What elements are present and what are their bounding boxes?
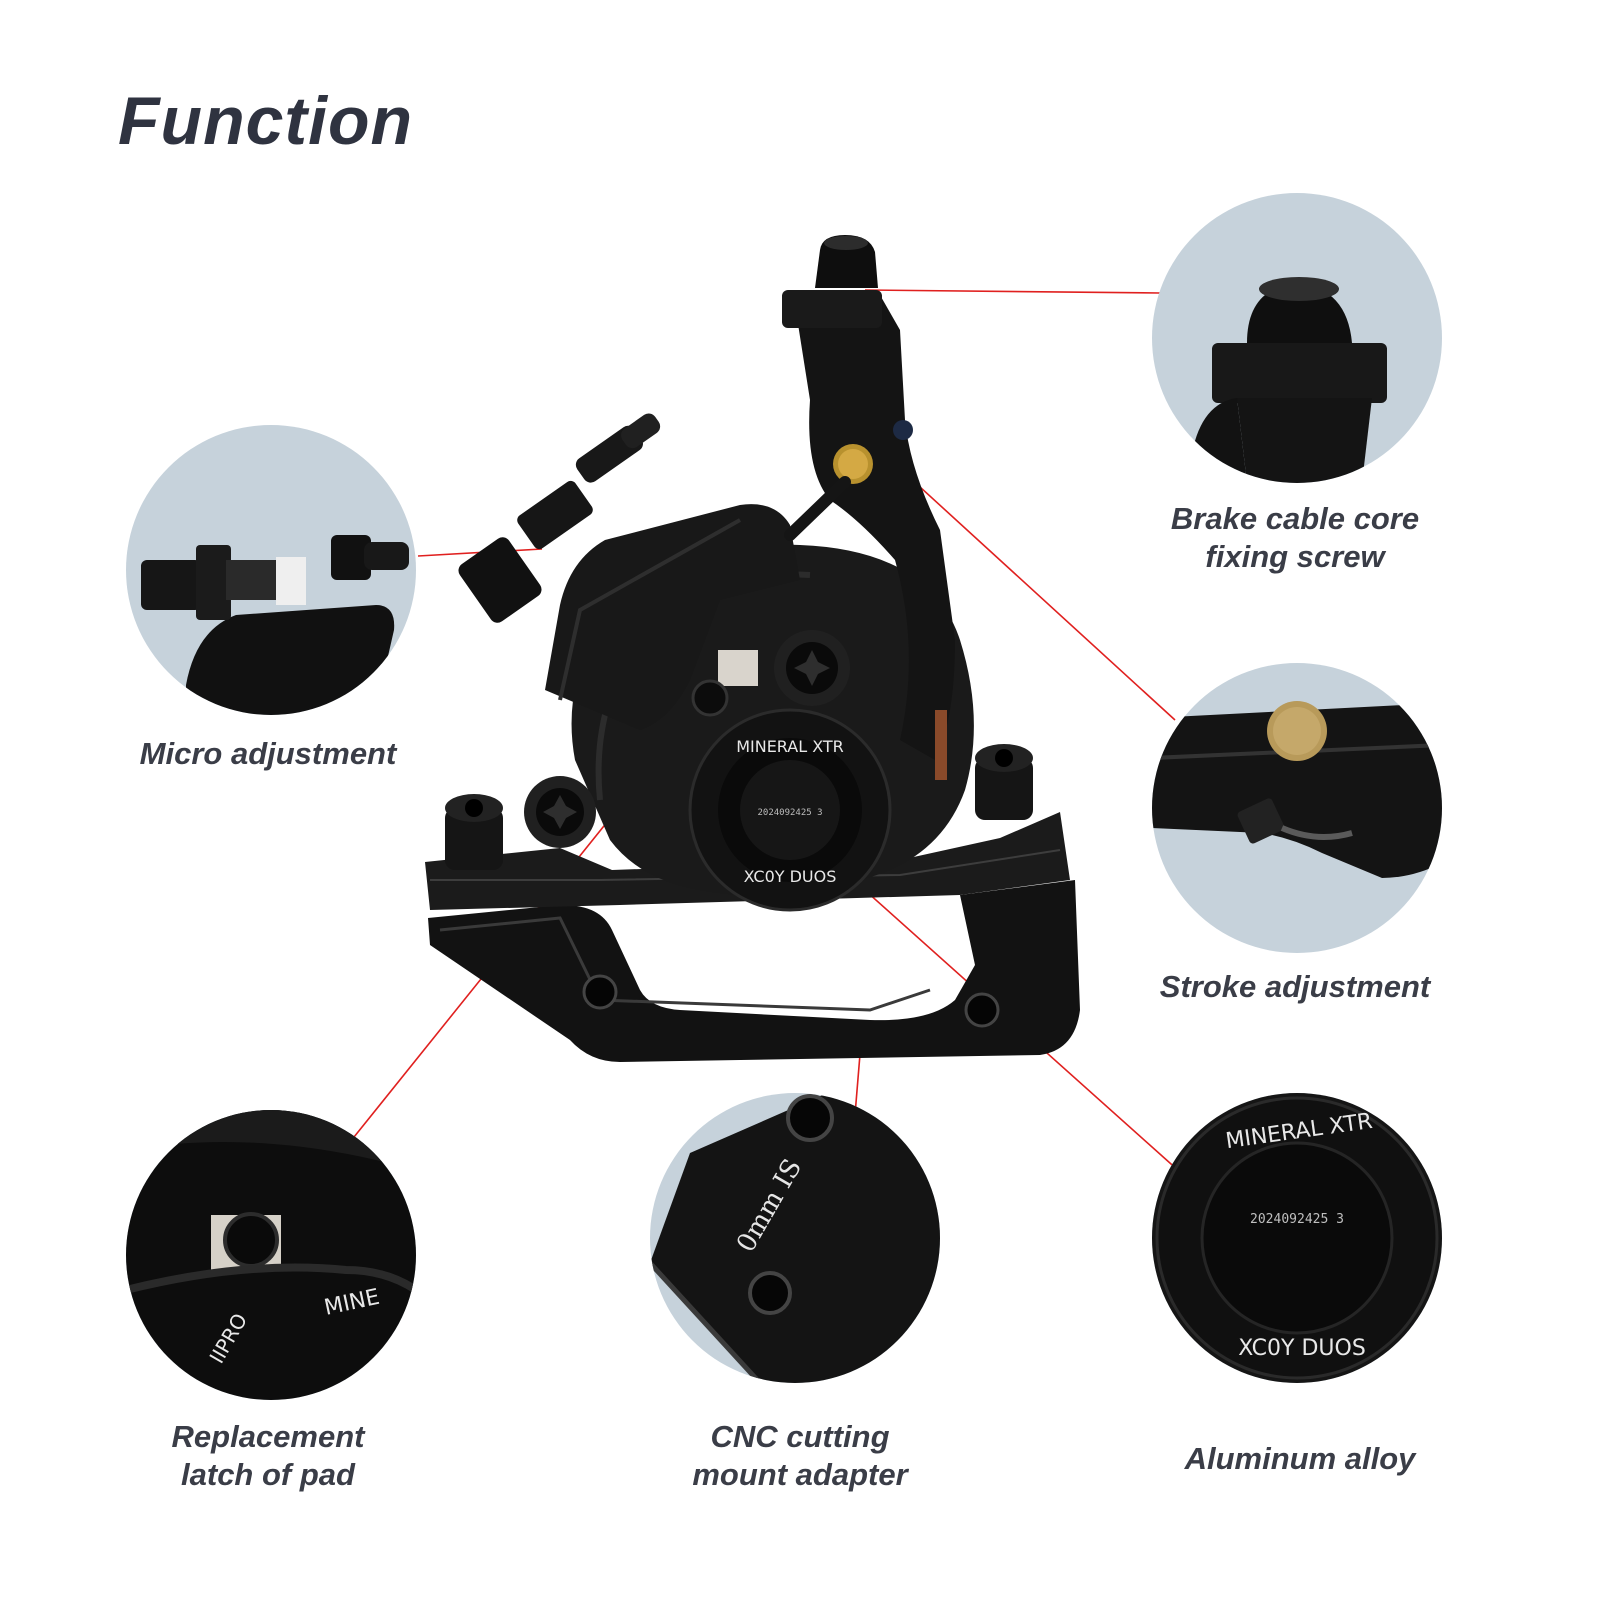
label-pad-latch-line2: latch of pad bbox=[181, 1457, 355, 1492]
adapter-bolt-hole-left bbox=[582, 974, 618, 1010]
svg-text:2024092425 3: 2024092425 3 bbox=[1250, 1212, 1344, 1227]
torx-bolt-upper bbox=[774, 630, 850, 706]
brake-pad-edge bbox=[935, 710, 947, 780]
leader-line-brake-screw bbox=[864, 289, 1161, 294]
label-mount-adapter-line1: CNC cutting bbox=[710, 1419, 890, 1454]
page-title: Function bbox=[118, 83, 414, 159]
actuation-arm bbox=[782, 235, 955, 780]
label-aluminum: Aluminum alloy bbox=[1184, 1441, 1416, 1476]
label-mount-adapter: CNC cutting mount adapter bbox=[630, 1418, 970, 1494]
label-brake-screw-line1: Brake cable core bbox=[1170, 501, 1420, 536]
detail-circle-brake-screw bbox=[1152, 193, 1442, 483]
svg-text:MINERAL XTR: MINERAL XTR bbox=[736, 737, 844, 756]
label-stroke-adjustment: Stroke adjustment bbox=[1159, 969, 1431, 1004]
caliper-arm-plate bbox=[545, 504, 800, 730]
caliper-rail bbox=[425, 812, 1070, 910]
pad-latch bbox=[691, 650, 758, 717]
detail-circle-micro-adjustment bbox=[126, 425, 416, 715]
detail-circle-stroke-adjustment bbox=[1152, 663, 1442, 953]
adapter-bolt-hole-right bbox=[964, 992, 1000, 1028]
detail-circle-pad-latch: MINE IIPRO bbox=[126, 1110, 416, 1400]
piston-cap: MINERAL XTR XC0Y DUOS 2024092425 3 bbox=[688, 708, 892, 912]
mount-adapter bbox=[428, 880, 1080, 1062]
label-mount-adapter-line2: mount adapter bbox=[692, 1457, 908, 1492]
torx-bolt-lower bbox=[524, 776, 596, 848]
mount-bolt-right bbox=[975, 744, 1033, 820]
detail-circle-mount-adapter: 0mm IS bbox=[650, 1093, 940, 1383]
cable-rod bbox=[784, 476, 851, 541]
svg-text:XC0Y DUOS: XC0Y DUOS bbox=[1238, 1336, 1366, 1361]
leader-line-stroke bbox=[884, 454, 1176, 721]
mount-bolt-left bbox=[445, 794, 503, 870]
svg-text:2024092425 3: 2024092425 3 bbox=[757, 808, 822, 818]
detail-circle-aluminum: MINERAL XTR XC0Y DUOS 2024092425 3 bbox=[1152, 1093, 1442, 1383]
label-micro-adjustment: Micro adjustment bbox=[139, 736, 397, 771]
label-pad-latch-line1: Replacement bbox=[171, 1419, 365, 1454]
svg-text:XC0Y DUOS: XC0Y DUOS bbox=[744, 867, 837, 886]
stroke-adjust-screw bbox=[893, 420, 913, 440]
label-brake-screw-line2: fixing screw bbox=[1205, 539, 1385, 574]
micro-adjuster bbox=[458, 413, 661, 623]
label-pad-latch: Replacement latch of pad bbox=[108, 1418, 428, 1494]
label-brake-screw: Brake cable core fixing screw bbox=[1115, 500, 1475, 576]
